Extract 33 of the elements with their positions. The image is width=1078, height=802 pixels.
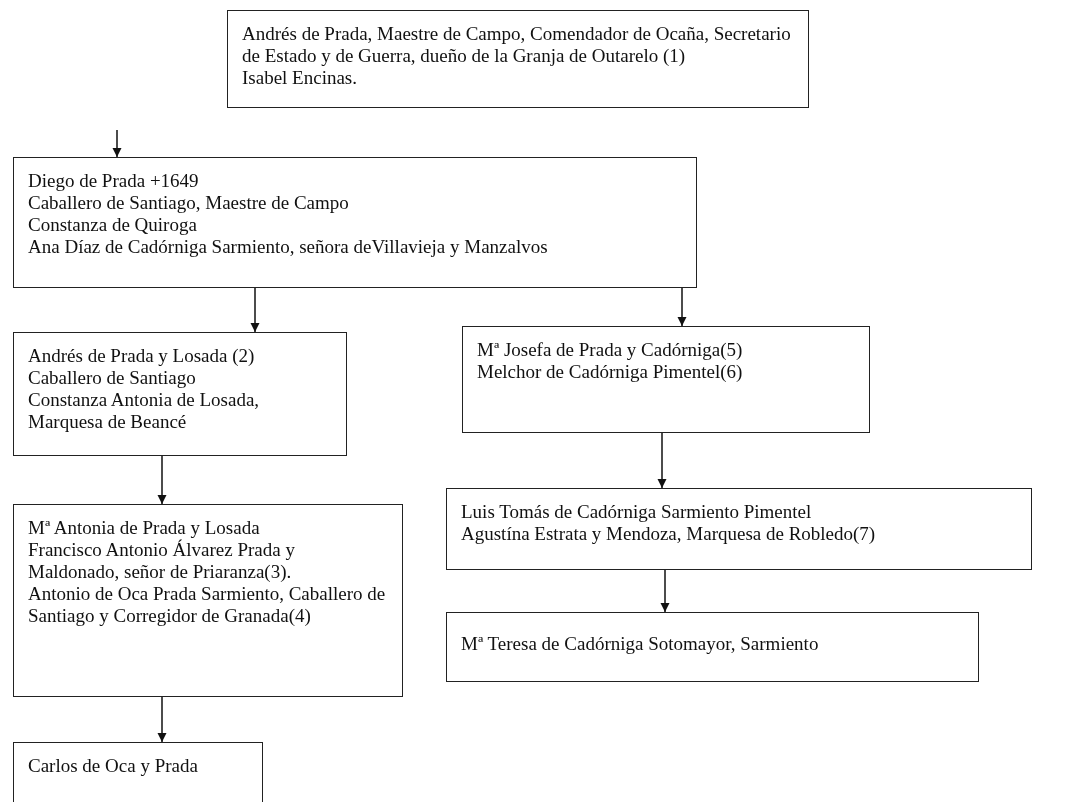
arrow [157, 455, 167, 505]
person-box [446, 488, 1032, 570]
person-text: Andrés de Prada y Losada (2) [28, 345, 256, 367]
person-text: Carlos de Oca y Prada [28, 755, 199, 777]
person-box [227, 10, 809, 108]
person-box [13, 504, 403, 697]
person-text: Agustína Estrata y Mendoza, Marquesa de Robledo(7) [461, 523, 877, 545]
arrow [250, 287, 260, 333]
arrow [657, 432, 667, 489]
person-text: Luis Tomás de Cadórniga Sarmiento Pimentel [461, 501, 813, 523]
person-text: Mª Josefa de Prada y Cadórniga(5) [477, 339, 744, 361]
arrow [112, 129, 122, 158]
person-box [462, 326, 870, 433]
person-text: Isabel Encinas. [242, 67, 358, 89]
arrow [157, 696, 167, 743]
person-text: Antonio de Oca Prada Sarmiento, Caballero de Santiago y Corregidor de Granada(4) [28, 583, 387, 627]
person-box [13, 157, 697, 288]
person-box [13, 742, 263, 802]
person-text: Francisco Antonio Álvarez Prada y Maldonado, señor de Priaranza(3). [28, 539, 296, 583]
person-text: Caballero de Santiago, Maestre de Campo [28, 192, 350, 214]
person-text: Melchor de Cadórniga Pimentel(6) [477, 361, 744, 383]
person-text: Mª Teresa de Cadórniga Sotomayor, Sarmiento [461, 633, 820, 655]
person-box [13, 332, 347, 456]
person-box [446, 612, 979, 682]
arrow [677, 287, 687, 327]
person-text: Constanza de Quiroga [28, 214, 198, 236]
arrow [660, 569, 670, 613]
person-text: Constanza Antonia de Losada, Marquesa de Beancé [28, 389, 261, 433]
person-text: Andrés de Prada, Maestre de Campo, Comendador de Ocaña, Secretario de Estado y de Guerra, dueño de la Granja de Outarelo (1) [242, 23, 792, 67]
person-text: Ana Díaz de Cadórniga Sarmiento, señora deVillavieja y Manzalvos [28, 236, 549, 258]
person-text: Mª Antonia de Prada y Losada [28, 517, 261, 539]
person-text: Caballero de Santiago [28, 367, 197, 389]
person-text: Diego de Prada +1649 [28, 170, 200, 192]
